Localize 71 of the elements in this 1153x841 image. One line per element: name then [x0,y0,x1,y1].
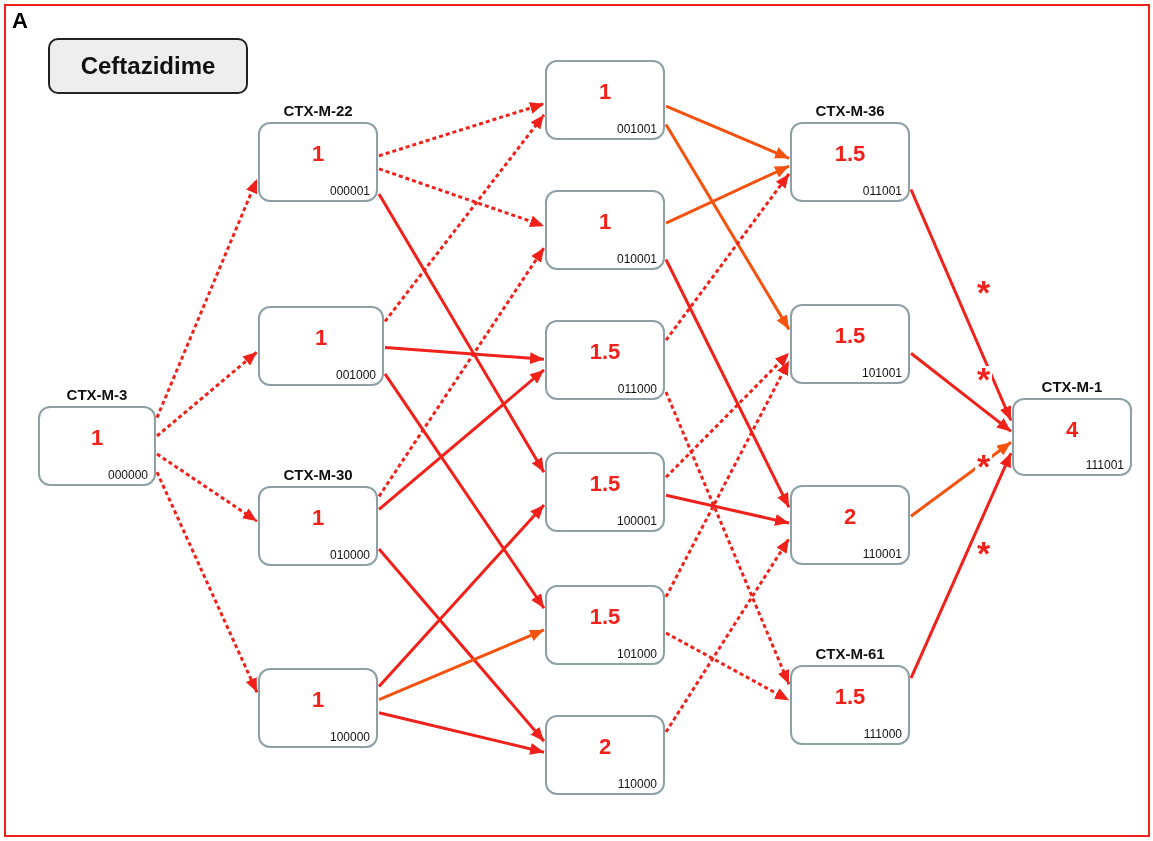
arrow [377,503,546,688]
dashed-arrow [377,246,546,498]
drug-name-box: Ceftazidime [48,38,248,94]
genotype-code: 100000 [329,730,370,744]
variant-name: CTX-M-30 [282,466,354,484]
dashed-arrow [156,452,258,523]
resistance-value: 4 [1064,418,1080,442]
dashed-arrow [155,471,259,693]
genotype-code: 100001 [616,514,657,528]
variant-name: CTX-M-3 [65,386,129,404]
resistance-value: 1.5 [833,685,867,709]
resistance-value: 1 [310,688,326,712]
resistance-value: 2 [597,735,613,759]
arrow [378,368,545,511]
arrow [383,373,546,610]
genotype-code: 001001 [616,122,657,136]
arrow [384,345,545,365]
variant-name: CTX-M-61 [814,645,886,663]
arrow [377,547,546,743]
dashed-arrow [664,391,791,685]
resistance-value: 2 [842,505,858,529]
arrow [910,441,1012,518]
arrow [378,628,545,702]
dashed-arrow [378,102,545,158]
arrow [377,193,546,473]
arrow [665,493,790,526]
arrow [665,164,790,225]
genotype-code: 101001 [861,366,902,380]
resistance-value: 1 [597,210,613,234]
genotype-code: 011001 [862,184,902,198]
dashed-arrow [156,350,258,438]
resistance-value: 1 [313,326,329,350]
genotype-code: 111001 [1085,458,1124,472]
arrow [665,104,790,160]
resistance-value: 1 [597,80,613,104]
resistance-value: 1.5 [833,324,867,348]
arrow [909,188,1013,422]
genotype-code: 010000 [329,548,370,562]
resistance-value: 1 [310,142,326,166]
resistance-value: 1 [89,426,105,450]
panel-letter: A [12,8,28,33]
genotype-code: 111000 [863,727,902,741]
arrow [378,711,545,755]
genotype-code: 000001 [329,184,370,198]
arrow [664,123,791,331]
resistance-value: 1.5 [588,472,622,496]
arrow [910,352,1012,433]
resistance-value: 1.5 [833,142,867,166]
genotype-code: 110001 [862,547,902,561]
resistance-value: 1 [310,506,326,530]
genotype-code: 000000 [107,468,148,482]
dashed-arrow [665,631,790,702]
variant-name: CTX-M-36 [814,102,886,120]
variant-name: CTX-M-1 [1040,378,1104,396]
genotype-code: 010001 [616,252,657,266]
arrow [909,452,1013,679]
resistance-value: 1.5 [588,605,622,629]
arrow [664,258,791,508]
dashed-arrow [664,351,791,479]
genotype-code: 011000 [617,382,657,396]
dashed-arrow [155,178,259,419]
dashed-arrow [664,538,791,733]
dashed-arrow [378,167,545,228]
genotype-code: 001000 [335,368,376,382]
dashed-arrow [664,360,791,598]
variant-name: CTX-M-22 [282,102,354,120]
dashed-arrow [664,173,791,342]
genotype-code: 101000 [616,647,657,661]
resistance-value: 1.5 [588,340,622,364]
dashed-arrow [383,113,546,323]
genotype-code: 110000 [617,777,657,791]
